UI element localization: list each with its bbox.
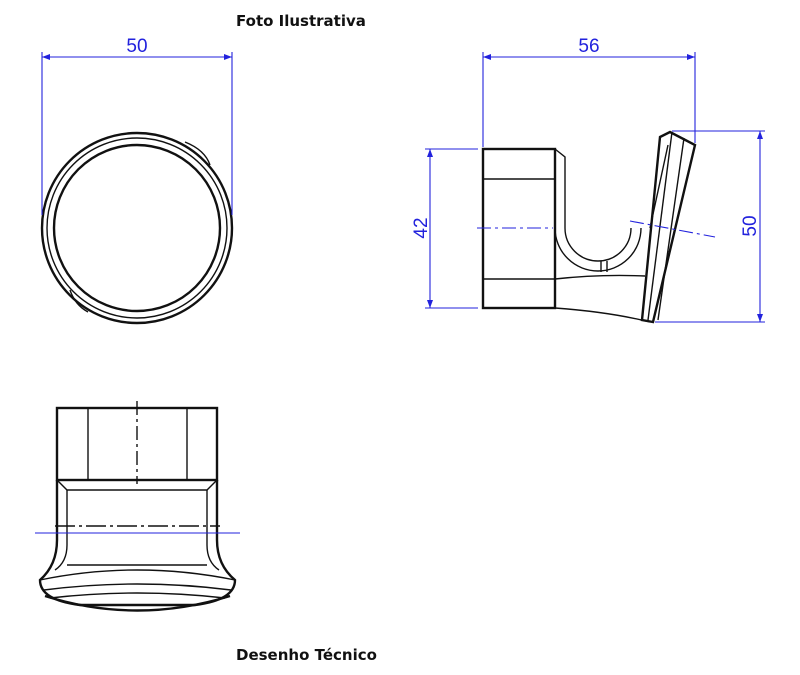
dimension-side-depth: 56 (482, 36, 696, 147)
dimension-label-base-height: 42 (411, 217, 432, 238)
dimension-label-side-depth: 56 (578, 36, 599, 57)
caption-desenho-tecnico: Desenho Técnico (236, 646, 377, 664)
dimension-front-width: 50 (41, 36, 233, 215)
bottom-view (35, 401, 240, 612)
dimension-label-front-width: 50 (126, 36, 147, 57)
caption-foto-ilustrativa: Foto Ilustrativa (236, 12, 366, 30)
dimension-label-total-height: 50 (740, 215, 761, 236)
dimension-side-base-height: 42 (411, 148, 478, 309)
front-view: 50 (40, 36, 234, 325)
dimension-side-total-height: 50 (655, 130, 765, 323)
side-view: 56 42 50 (411, 36, 765, 324)
